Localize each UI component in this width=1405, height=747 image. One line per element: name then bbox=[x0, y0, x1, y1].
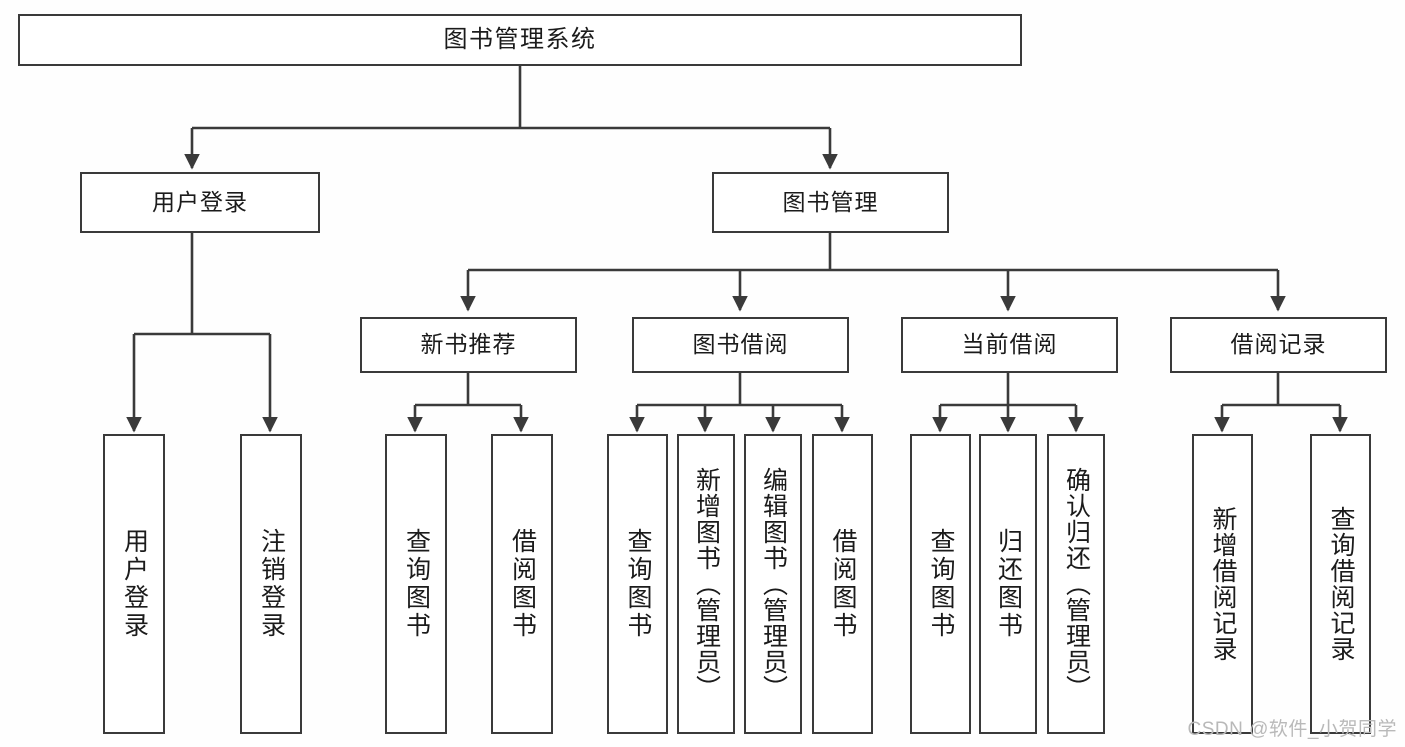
node-leaf-logout[interactable]: 注销登录 bbox=[240, 434, 302, 734]
node-new-book-recommend-label: 新书推荐 bbox=[420, 331, 517, 358]
node-leaf-user-login[interactable]: 用户登录 bbox=[103, 434, 165, 734]
node-book-borrow[interactable]: 图书借阅 bbox=[632, 317, 849, 373]
node-leaf-add-book[interactable]: 新增图书（管理员） bbox=[677, 434, 735, 734]
node-leaf-borrow-book-1[interactable]: 借阅图书 bbox=[491, 434, 553, 734]
node-user-login-label: 用户登录 bbox=[152, 188, 248, 215]
node-leaf-add-record[interactable]: 新增借阅记录 bbox=[1192, 434, 1253, 734]
node-leaf-add-record-label: 新增借阅记录 bbox=[1209, 506, 1237, 662]
node-leaf-return-book-label: 归还图书 bbox=[994, 528, 1023, 640]
node-leaf-query-record[interactable]: 查询借阅记录 bbox=[1310, 434, 1371, 734]
node-user-login[interactable]: 用户登录 bbox=[80, 172, 320, 233]
node-leaf-borrow-book-1-label: 借阅图书 bbox=[508, 528, 537, 640]
node-leaf-query-record-label: 查询借阅记录 bbox=[1327, 506, 1355, 662]
node-book-manage-label: 图书管理 bbox=[782, 188, 879, 215]
node-leaf-borrow-book-2-label: 借阅图书 bbox=[829, 528, 857, 640]
node-root-label: 图书管理系统 bbox=[443, 25, 597, 53]
node-root[interactable]: 图书管理系统 bbox=[18, 14, 1022, 66]
node-leaf-query-book-2-label: 查询图书 bbox=[624, 528, 652, 640]
node-leaf-borrow-book-2[interactable]: 借阅图书 bbox=[812, 434, 873, 734]
node-leaf-query-book-3-label: 查询图书 bbox=[927, 528, 955, 640]
node-leaf-logout-label: 注销登录 bbox=[257, 528, 286, 640]
node-book-borrow-label: 图书借阅 bbox=[692, 331, 789, 358]
node-borrow-record[interactable]: 借阅记录 bbox=[1170, 317, 1387, 373]
node-leaf-return-book[interactable]: 归还图书 bbox=[979, 434, 1037, 734]
node-leaf-query-book-2[interactable]: 查询图书 bbox=[607, 434, 668, 734]
node-borrow-record-label: 借阅记录 bbox=[1230, 331, 1327, 358]
node-current-borrow-label: 当前借阅 bbox=[961, 331, 1058, 358]
node-leaf-edit-book[interactable]: 编辑图书（管理员） bbox=[744, 434, 802, 734]
node-leaf-query-book-3[interactable]: 查询图书 bbox=[910, 434, 971, 734]
node-leaf-query-book-1-label: 查询图书 bbox=[402, 528, 431, 640]
node-leaf-user-login-label: 用户登录 bbox=[120, 528, 149, 640]
node-leaf-edit-book-label: 编辑图书（管理员） bbox=[759, 467, 788, 701]
node-leaf-query-book-1[interactable]: 查询图书 bbox=[385, 434, 447, 734]
node-leaf-confirm-return-label: 确认归还（管理员） bbox=[1062, 467, 1091, 701]
node-new-book-recommend[interactable]: 新书推荐 bbox=[360, 317, 577, 373]
node-leaf-confirm-return[interactable]: 确认归还（管理员） bbox=[1047, 434, 1105, 734]
node-leaf-add-book-label: 新增图书（管理员） bbox=[692, 467, 721, 701]
node-current-borrow[interactable]: 当前借阅 bbox=[901, 317, 1118, 373]
node-book-manage[interactable]: 图书管理 bbox=[712, 172, 949, 233]
csdn-watermark: CSDN @软件_小贺同学 bbox=[1187, 719, 1397, 740]
